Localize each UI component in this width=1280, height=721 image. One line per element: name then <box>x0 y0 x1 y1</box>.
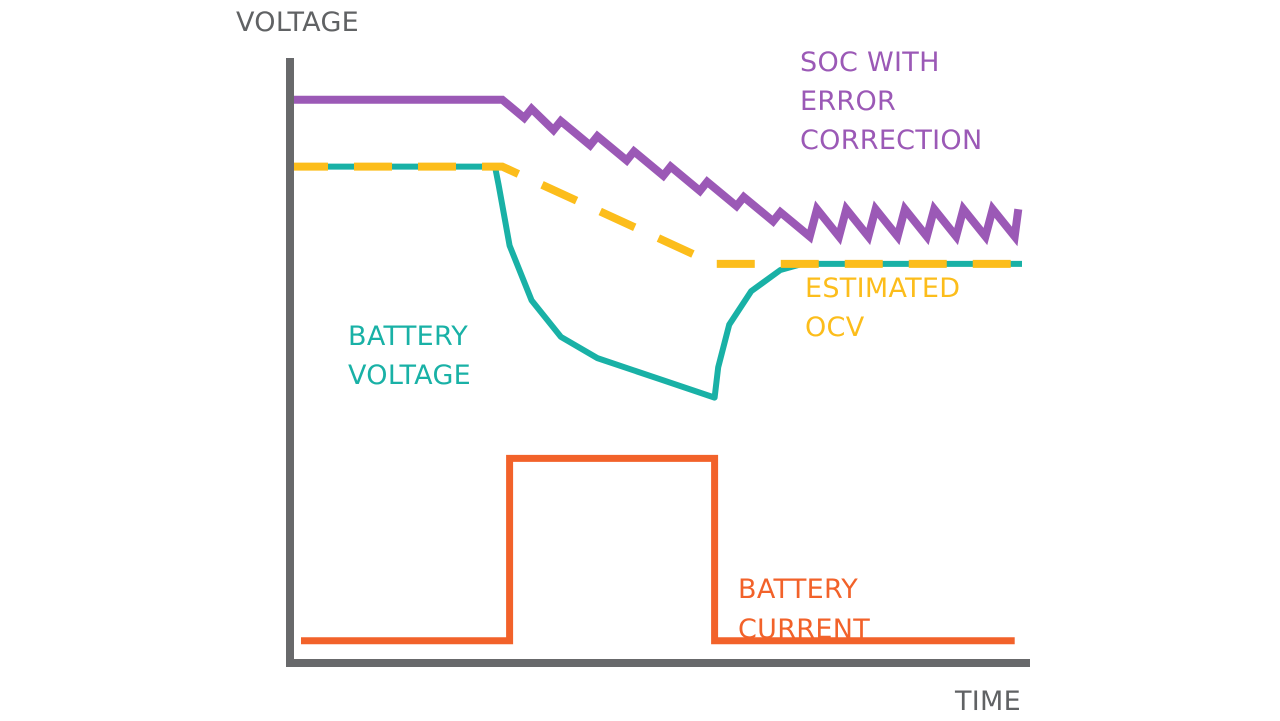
battery-current-label: BATTERY CURRENT <box>738 574 870 645</box>
battery-voltage-label-line-1: BATTERY <box>348 321 468 352</box>
soc-line <box>290 95 1023 247</box>
ocv-label-line-2: OCV <box>805 312 865 343</box>
soc-label: SOC WITH ERROR CORRECTION <box>800 47 982 156</box>
soc-label-line-3: CORRECTION <box>800 125 982 156</box>
battery-current-label-line-1: BATTERY <box>738 574 858 605</box>
soc-label-line-1: SOC WITH <box>800 47 940 78</box>
estimated-ocv-line <box>290 162 1022 268</box>
series-layer <box>290 95 1023 645</box>
x-axis-label: TIME <box>954 686 1021 717</box>
battery-voltage-label: BATTERY VOLTAGE <box>348 321 471 391</box>
battery-voltage-line <box>290 163 1022 401</box>
ocv-label: ESTIMATED OCV <box>805 273 960 343</box>
y-axis-label: VOLTAGE <box>236 7 359 38</box>
battery-current-label-line-2: CURRENT <box>738 614 870 645</box>
ocv-label-line-1: ESTIMATED <box>805 273 960 304</box>
soc-label-line-2: ERROR <box>800 86 896 117</box>
battery-current-line <box>301 454 1015 645</box>
battery-voltage-label-line-2: VOLTAGE <box>348 360 471 391</box>
